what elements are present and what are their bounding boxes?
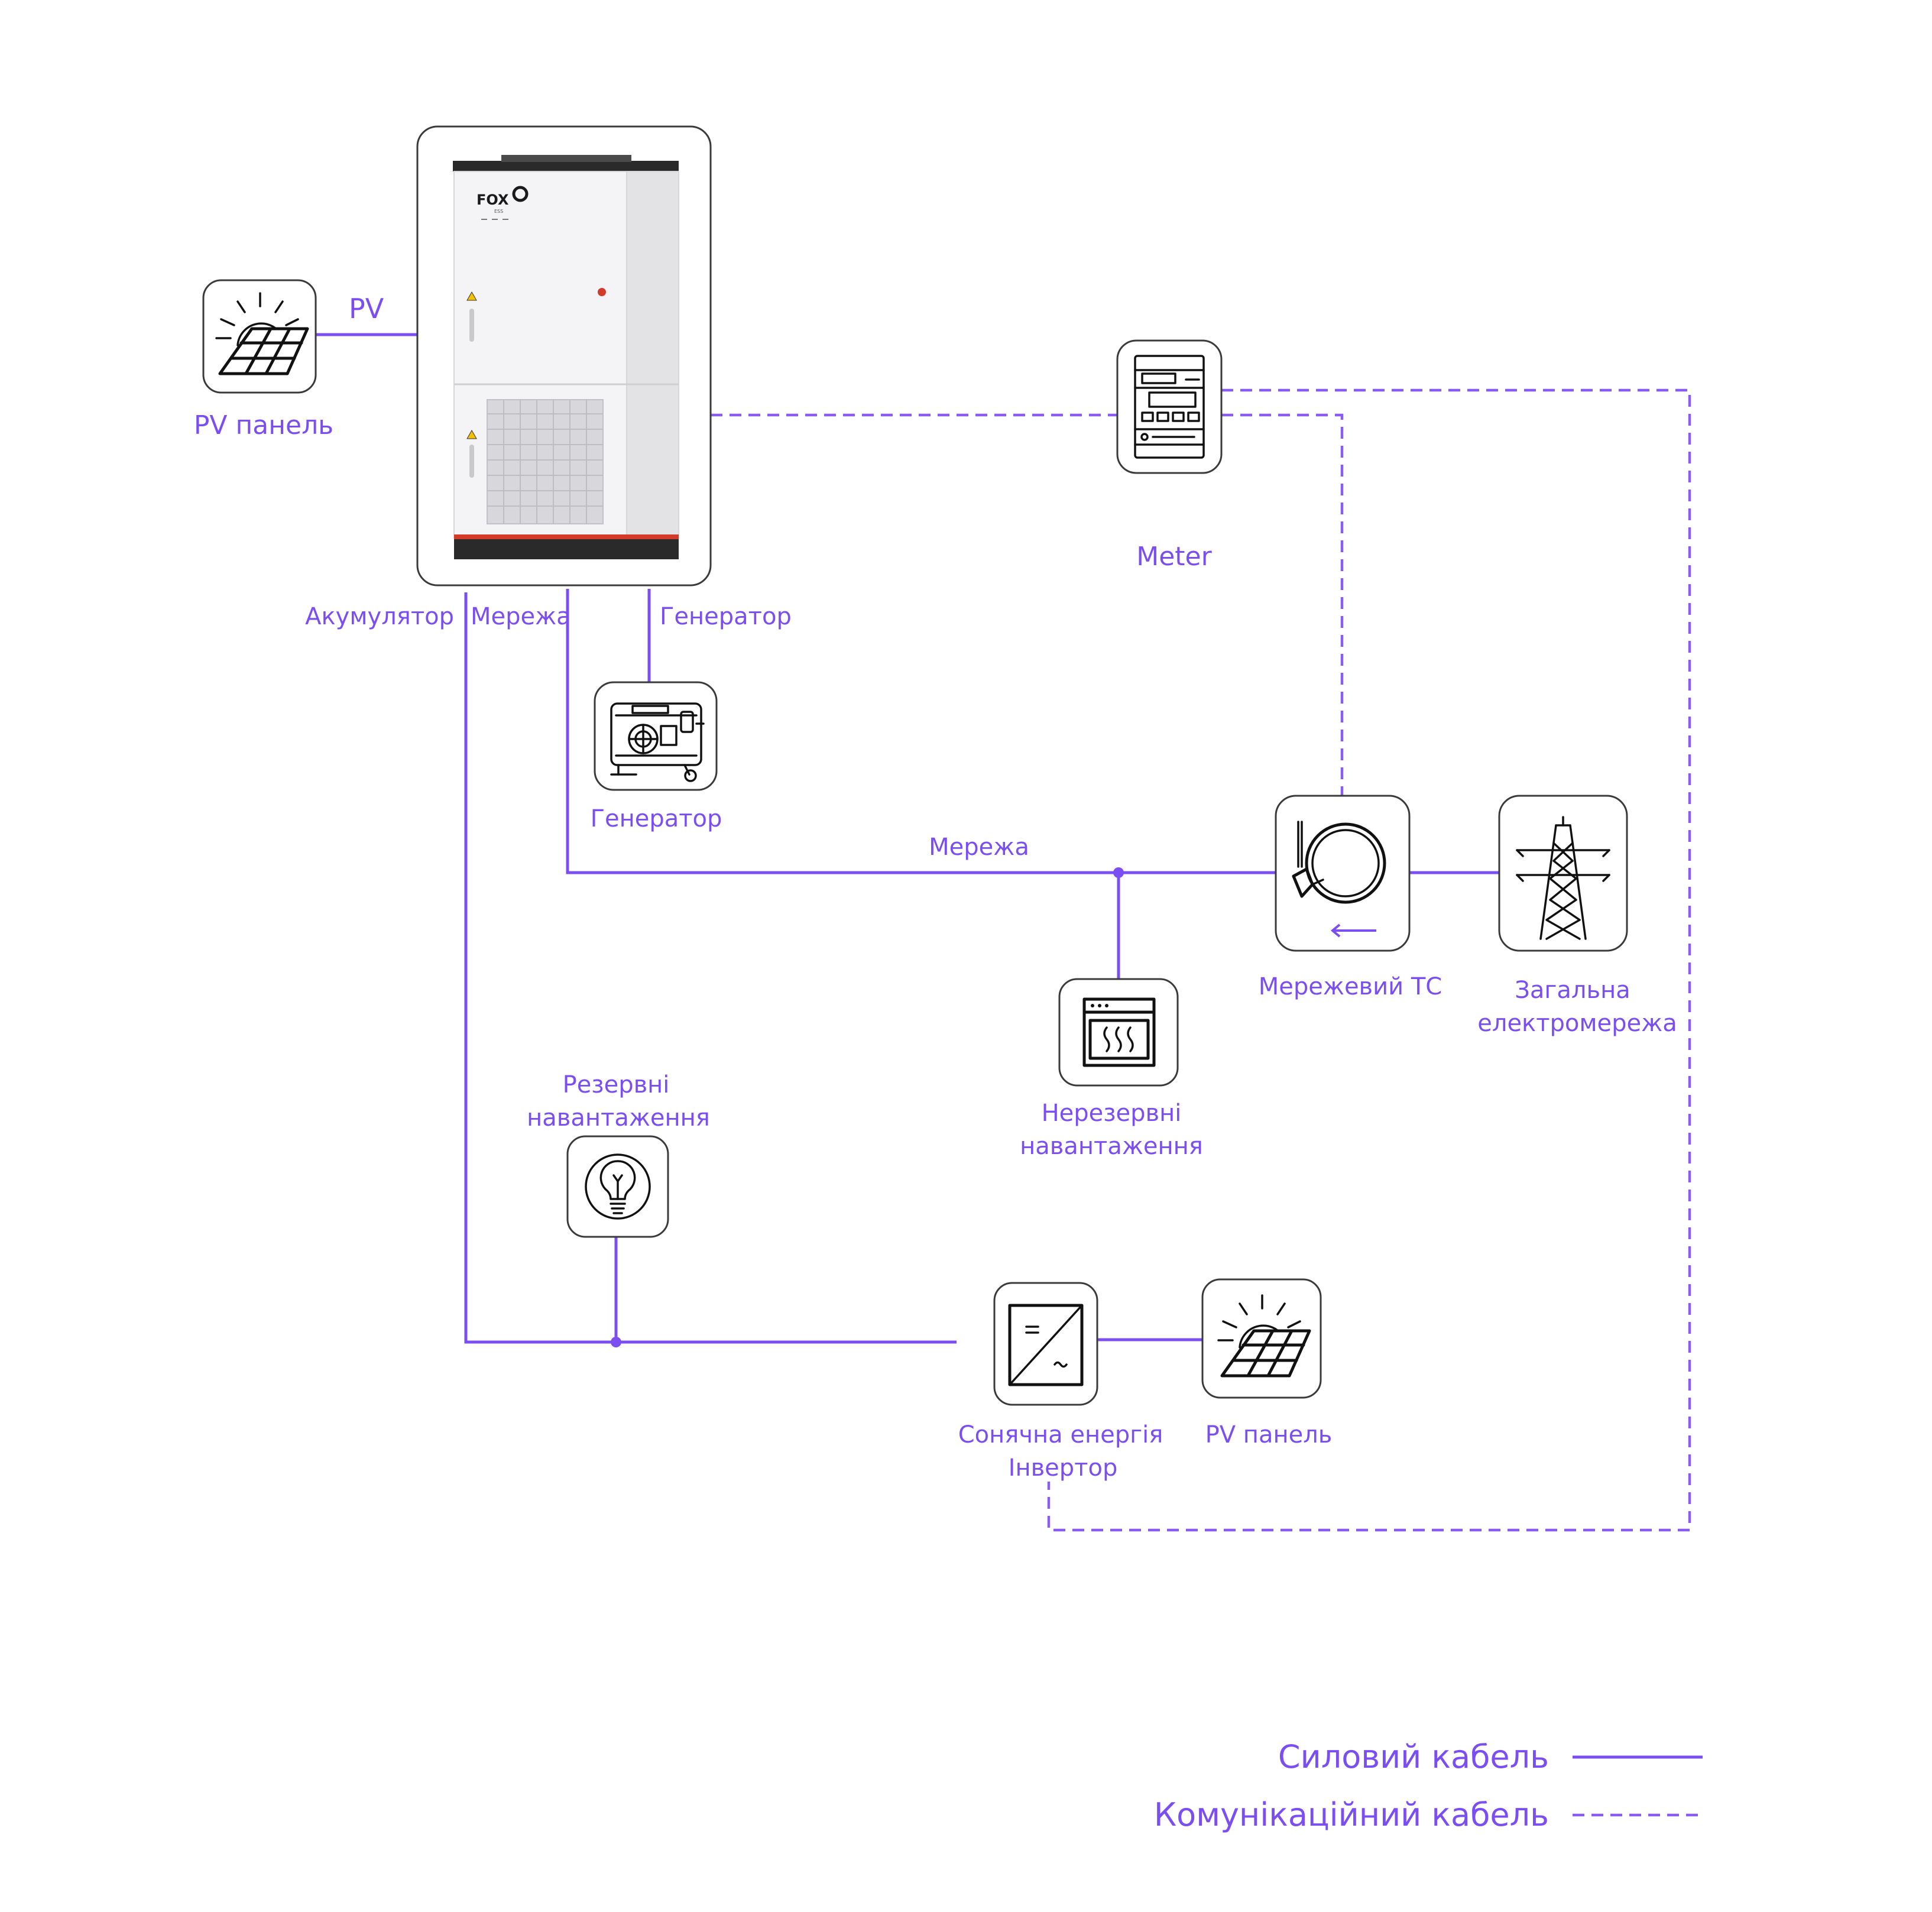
meter-to-ct-comm (1221, 413, 1344, 796)
generator-icon (610, 702, 705, 782)
pv-panel-bottom[interactable] (1201, 1278, 1322, 1399)
vent-pattern (487, 400, 603, 524)
utility-grid[interactable] (1498, 795, 1628, 952)
utility-grid-label-2: електромережа (1477, 1010, 1677, 1037)
utility-grid-label-1: Загальна (1515, 977, 1630, 1004)
cabinet-base (454, 539, 679, 559)
inverter-icon (1008, 1304, 1084, 1386)
legend-comm-cable-label: Комунікаційний кабель (1154, 1796, 1549, 1833)
solar-inverter-label-1: Сонячна енергія (958, 1421, 1163, 1448)
electricity-meter-icon (1134, 355, 1205, 459)
non-backup-load[interactable] (1058, 978, 1179, 1087)
battery-port-label: Акумулятор (305, 603, 454, 630)
solar-inverter[interactable] (993, 1282, 1098, 1406)
cabinet-top-vent (501, 155, 631, 162)
non-backup-label-1: Нерезервні (1042, 1100, 1182, 1127)
power-cables (316, 333, 1499, 1347)
generator-port-label: Генератор (660, 603, 792, 630)
pv-panel-top-label: PV панель (194, 410, 333, 440)
grid-cable (566, 589, 1276, 874)
backup-label-1: Резервні (563, 1071, 670, 1098)
meter-to-inverter-comm (1047, 388, 1691, 1532)
solar-panel-icon (215, 292, 309, 375)
emergency-stop-button (598, 288, 606, 296)
cabinet-logo-mark (512, 186, 529, 202)
pv-panel-bottom-label: PV панель (1205, 1421, 1333, 1448)
ct-box (1275, 795, 1411, 952)
lower-door-handle (469, 445, 474, 478)
solar-inverter-label-2: Інвертор (1009, 1454, 1118, 1482)
cabinet-vent-grille (487, 399, 604, 524)
cabinet-brand-sub: ESS (494, 209, 503, 214)
labels: PV PV панель Meter Акумулятор Мережа Ген… (194, 293, 1677, 1482)
battery-backup-cable (464, 592, 957, 1344)
upper-door-handle (469, 309, 474, 342)
tower-box (1498, 795, 1628, 952)
lower-warning-sign (466, 429, 477, 439)
generator-box (594, 681, 718, 791)
electricity-meter[interactable] (1116, 339, 1223, 474)
meter-label: Meter (1136, 542, 1212, 572)
oven-box (1058, 978, 1179, 1087)
battery-cabinet[interactable]: FOX ESS (416, 125, 712, 586)
cabinet-brand-logo: FOX (476, 192, 509, 208)
backup-junction-dot (611, 1337, 621, 1347)
cabinet-status-leds (481, 219, 508, 220)
cabinet-top-lid (453, 161, 679, 171)
power-tower-icon (1516, 816, 1610, 940)
grid-line-label: Мережа (929, 834, 1029, 861)
cabinet-base-trim (454, 534, 679, 540)
solar-panel-icon (1217, 1294, 1311, 1378)
grid-port-label: Мережа (471, 603, 571, 630)
light-bulb-icon (585, 1153, 651, 1220)
pv-panel-top[interactable] (202, 279, 317, 394)
grid-ct-label: Мережевий ТС (1259, 973, 1442, 1000)
cabinet-body-side (626, 171, 679, 539)
upper-warning-sign (466, 291, 477, 301)
communication-cables (711, 388, 1691, 1532)
backup-label-2: навантаження (527, 1104, 710, 1132)
oven-icon (1082, 997, 1156, 1067)
pv-link-label: PV (349, 293, 384, 325)
legend: Силовий кабель Комунікаційний кабель (1154, 1738, 1703, 1833)
grid-junction-dot (1113, 867, 1124, 878)
generator-label: Генератор (591, 805, 722, 832)
non-backup-label-2: навантаження (1020, 1133, 1203, 1160)
current-transformer-icon (1292, 821, 1386, 938)
legend-power-cable-label: Силовий кабель (1278, 1738, 1549, 1775)
generator[interactable] (594, 681, 718, 791)
backup-load[interactable] (566, 1135, 669, 1238)
grid-current-transformer[interactable] (1275, 795, 1411, 952)
